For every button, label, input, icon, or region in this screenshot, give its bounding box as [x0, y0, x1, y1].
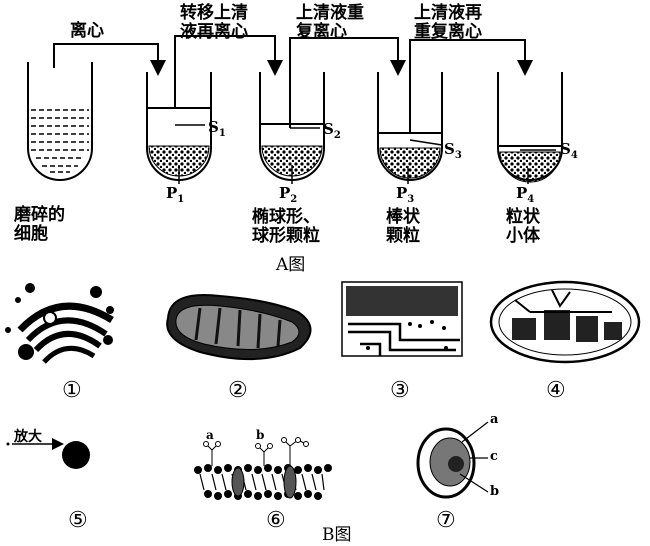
tube-2 — [259, 72, 325, 184]
start-tube-label: 磨碎的 细胞 — [14, 205, 65, 244]
enlarge-label: 放大 — [14, 429, 42, 445]
tube-3 — [377, 72, 443, 184]
arrow-centrifuge — [53, 43, 166, 76]
pellet-label-3: P3 — [396, 184, 415, 205]
organelle-2-mitochondrion — [166, 294, 312, 361]
tube-1 — [146, 72, 212, 184]
organelle-3-endoplasmic-reticulum — [341, 281, 463, 357]
organelle-4-chloroplast — [489, 280, 641, 364]
item-label-2: ② — [228, 378, 248, 403]
item-label-7: ⑦ — [436, 508, 456, 533]
pellet-3 — [379, 147, 441, 179]
item-label-3: ③ — [390, 378, 410, 403]
organelle-6-membrane — [194, 437, 332, 500]
membrane-label-b: b — [256, 428, 265, 442]
nucleus-label-c: c — [490, 449, 498, 464]
item-label-4: ④ — [546, 378, 566, 403]
pellet-4 — [499, 151, 561, 183]
step-label-centrifuge: 离心 — [70, 21, 104, 41]
arrow-supernatant-repeat-again — [409, 39, 533, 132]
item-label-5: ⑤ — [68, 508, 88, 533]
figure-b-caption: B图 — [322, 525, 352, 545]
supernatant-label-1: S1 — [208, 118, 226, 139]
tube-4 — [497, 72, 563, 184]
step-label-repeat: 上清液重 复离心 — [296, 3, 364, 42]
pellet-desc-3: 棒状 颗粒 — [386, 207, 420, 246]
membrane-label-a: a — [206, 428, 214, 442]
pellet-1 — [148, 145, 210, 177]
arrow-supernatant-repeat — [289, 37, 406, 128]
organelle-1-golgi — [5, 283, 114, 364]
supernatant-label-4: S4 — [560, 140, 578, 161]
pellet-label-4: P4 — [516, 184, 535, 205]
pellet-desc-4: 粒状 小体 — [506, 207, 540, 246]
nucleus-label-a: a — [490, 412, 499, 427]
arrow-transfer-recentrifuge — [174, 35, 283, 108]
tube-ground-cells — [27, 62, 93, 181]
process-arrows — [53, 35, 533, 132]
pellet-label-2: P2 — [279, 184, 298, 205]
step-label-transfer: 转移上清 液再离心 — [180, 3, 248, 42]
pellet-label-1: P1 — [166, 184, 185, 205]
supernatant-label-2: S2 — [323, 120, 341, 141]
organelle-5-enlarged — [6, 438, 90, 469]
pellet-desc-2: 椭球形、 球形颗粒 — [252, 207, 320, 246]
item-label-1: ① — [62, 378, 82, 403]
figure-a-caption: A图 — [276, 255, 306, 275]
item-label-6: ⑥ — [266, 508, 286, 533]
nucleus-label-b: b — [490, 484, 500, 499]
pellet-2 — [261, 145, 323, 177]
step-label-repeat-again: 上清液再 重复离心 — [414, 3, 482, 42]
organelle-7-nucleus — [416, 421, 489, 499]
supernatant-label-3: S3 — [444, 140, 462, 161]
